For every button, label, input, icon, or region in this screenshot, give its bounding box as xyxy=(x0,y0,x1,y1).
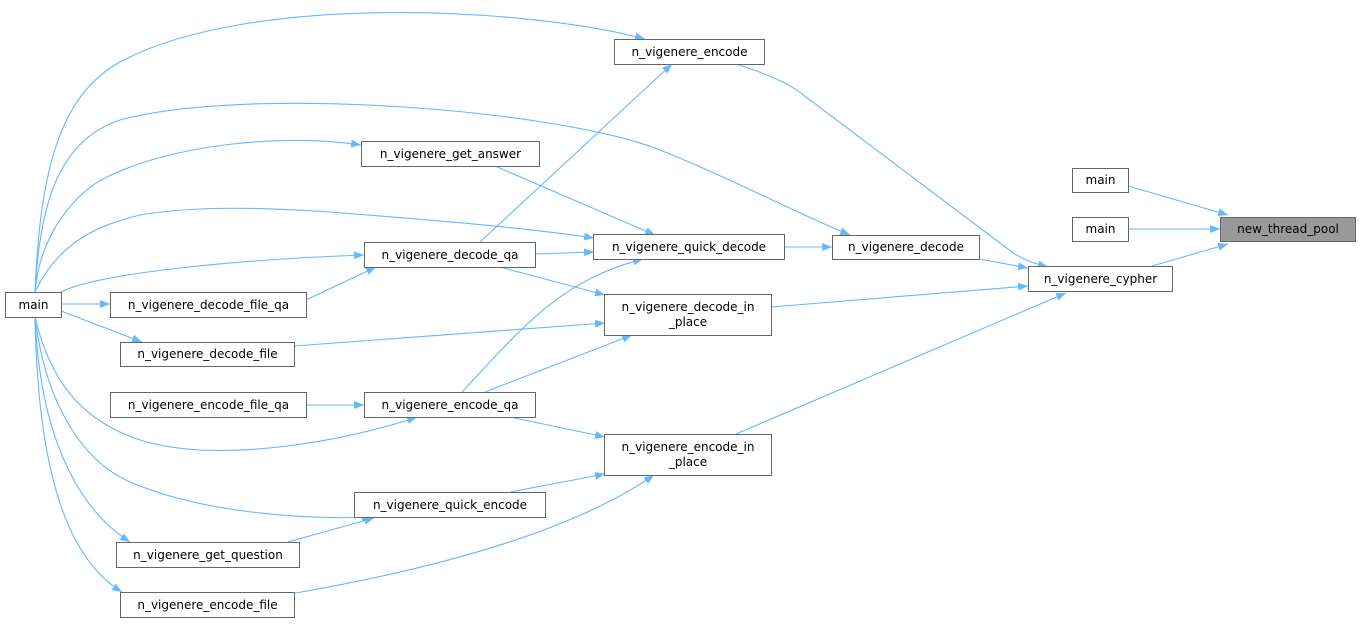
node-label-line: _place xyxy=(668,455,708,469)
edge-decode-qa-quick-decode xyxy=(534,248,595,257)
edge-decode-file-qa-decode-qa xyxy=(305,266,377,301)
edge-encode-in-place-cypher xyxy=(735,292,1067,435)
edge-get-question-quick-encode xyxy=(287,516,375,543)
node-main[interactable]: main xyxy=(5,292,62,318)
edge-main-quick-decode xyxy=(34,207,595,293)
edge-main-quick-encode xyxy=(34,316,373,522)
edge-quick-encode-encode-in-place xyxy=(509,471,606,493)
node-n-vigenere-decode-in-place[interactable]: n_vigenere_decode_in _place xyxy=(604,294,772,336)
node-n-vigenere-quick-encode[interactable]: n_vigenere_quick_encode xyxy=(354,492,546,518)
node-n-vigenere-encode-file-qa[interactable]: n_vigenere_encode_file_qa xyxy=(110,392,307,418)
node-main[interactable]: main xyxy=(1072,217,1129,242)
edge-encode-qa-decode-in-place xyxy=(484,334,633,393)
edge-main-decode xyxy=(34,102,851,293)
edge-decode-qa-decode-in-place xyxy=(499,266,606,297)
edge-encode-file-encode-in-place xyxy=(289,474,655,595)
edge-main-new-thread-pool xyxy=(1127,185,1229,217)
edge-decode-file-decode-in-place xyxy=(293,319,606,347)
node-n-vigenere-cypher[interactable]: n_vigenere_cypher xyxy=(1028,266,1173,292)
node-n-vigenere-encode[interactable]: n_vigenere_encode xyxy=(614,39,765,65)
edge-decode-qa-encode xyxy=(479,63,673,243)
edge-main-decode-qa xyxy=(60,251,365,293)
edge-main-encode-file xyxy=(34,316,123,593)
node-n-vigenere-get-answer[interactable]: n_vigenere_get_answer xyxy=(361,141,540,167)
edge-cypher-new-thread-pool xyxy=(1151,242,1229,267)
edge-encode-cypher xyxy=(735,63,1049,269)
edge-main-get-answer xyxy=(34,139,362,293)
edge-main-encode xyxy=(34,12,646,293)
node-n-vigenere-decode-file-qa[interactable]: n_vigenere_decode_file_qa xyxy=(110,292,307,318)
edge-decode-cypher xyxy=(978,258,1029,271)
node-n-vigenere-decode[interactable]: n_vigenere_decode xyxy=(832,235,980,260)
node-n-vigenere-encode-qa[interactable]: n_vigenere_encode_qa xyxy=(364,392,536,418)
node-label-line: n_vigenere_encode_in xyxy=(621,440,755,454)
node-n-vigenere-decode-file[interactable]: n_vigenere_decode_file xyxy=(120,342,295,367)
node-n-vigenere-get-question[interactable]: n_vigenere_get_question xyxy=(116,542,300,568)
edge-get-answer-quick-decode xyxy=(494,165,656,236)
node-n-vigenere-encode-in-place[interactable]: n_vigenere_encode_in _place xyxy=(604,434,772,476)
node-n-vigenere-quick-decode[interactable]: n_vigenere_quick_decode xyxy=(593,234,785,260)
node-main[interactable]: main xyxy=(1072,168,1129,193)
node-n-vigenere-decode-qa[interactable]: n_vigenere_decode_qa xyxy=(364,242,536,268)
edge-main-get-question xyxy=(34,316,131,543)
node-new-thread-pool[interactable]: new_thread_pool xyxy=(1220,217,1356,242)
node-n-vigenere-encode-file[interactable]: n_vigenere_encode_file xyxy=(120,592,295,618)
node-label-line: n_vigenere_decode_in xyxy=(621,300,755,314)
edge-main-decode-file xyxy=(60,310,143,343)
edge-decode-in-place-cypher xyxy=(770,282,1029,308)
edge-main-encode-qa xyxy=(34,316,418,451)
edge-encode-qa-encode-in-place xyxy=(509,416,606,439)
edge-encode-qa-quick-decode xyxy=(461,257,644,393)
node-label-line: _place xyxy=(668,315,708,329)
